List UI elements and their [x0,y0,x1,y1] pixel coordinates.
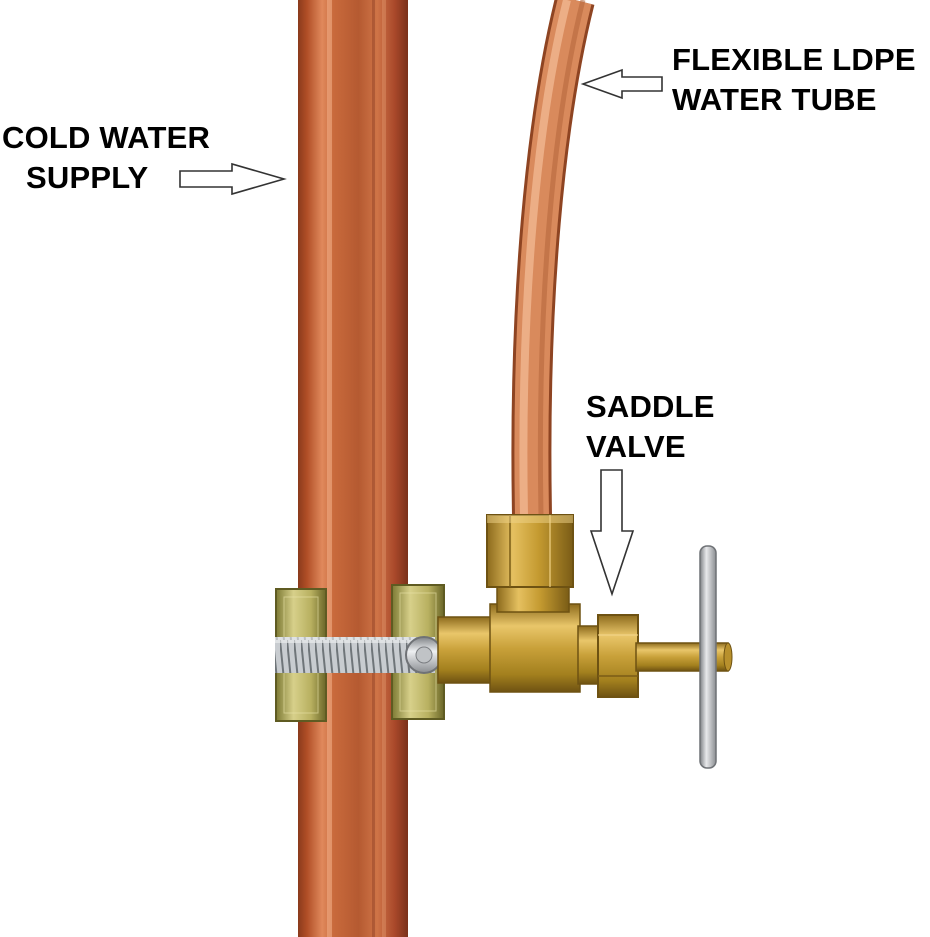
cold-water-supply-label-line2: SUPPLY [26,160,149,195]
flexible-tube-label-line2: WATER TUBE [672,82,877,117]
valve-stem [635,642,733,672]
flexible-ldpe-water-tube [511,0,595,516]
clamp-bolt [275,636,443,674]
cold-water-supply-label: COLD WATER SUPPLY [2,118,210,198]
flexible-tube-arrow [580,68,663,100]
saddle-valve-label-line2: VALVE [586,429,686,464]
cold-water-supply-label-line1: COLD WATER [2,120,211,155]
packing-nut [597,614,639,698]
cold-water-copper-pipe [298,0,408,937]
brass-tee-body [437,581,605,693]
saddle-valve-label: SADDLE VALVE [586,387,715,467]
t-handle [699,545,717,769]
saddle-valve-label-line1: SADDLE [586,389,715,424]
flexible-tube-label-line1: FLEXIBLE LDPE [672,42,916,77]
flexible-tube-label: FLEXIBLE LDPE WATER TUBE [672,40,916,120]
saddle-valve-arrow [589,469,635,597]
compression-nut [486,514,574,588]
cold-water-arrow [179,162,287,196]
